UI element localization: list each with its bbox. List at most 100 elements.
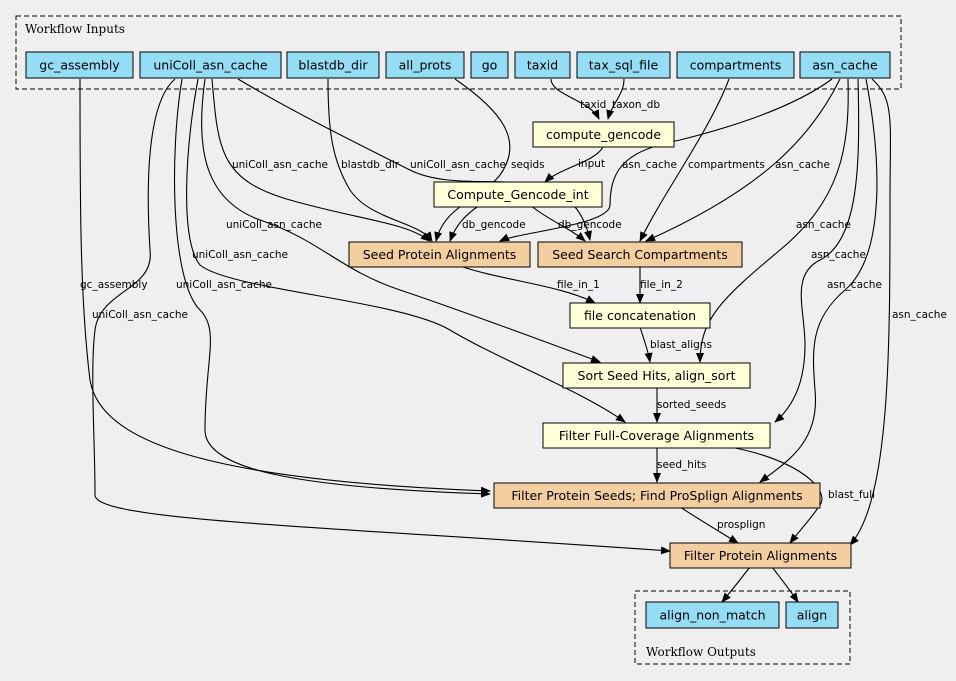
- workflow-inputs-cluster: Workflow Inputs: [15, 15, 902, 90]
- edge-label: blast_aligns: [650, 339, 712, 351]
- node-label: Seed Protein Alignments: [363, 247, 517, 262]
- edge-label: taxon_db: [612, 99, 660, 111]
- node-label: asn_cache: [812, 58, 878, 73]
- edge-unicoll-filter-alignments: [92, 78, 671, 555]
- step-compute-gencode[interactable]: compute_gencode: [532, 121, 675, 148]
- edge-label: uniColl_asn_cache: [226, 219, 322, 231]
- workflow-outputs-cluster: Workflow Outputs: [634, 590, 851, 665]
- edge-tax-sql-file-compute-gencode: [606, 78, 625, 120]
- edge-labels: taxid taxon_db input uniColl_asn_cache b…: [80, 99, 947, 531]
- edges: [79, 78, 891, 603]
- edge-label: uniColl_asn_cache: [192, 249, 288, 261]
- input-gc-assembly[interactable]: gc_assembly: [25, 51, 134, 79]
- edge-label: asn_cache: [622, 159, 677, 171]
- node-label: gc_assembly: [39, 58, 120, 73]
- node-label: file concatenation: [584, 308, 696, 323]
- edge-label: taxid: [580, 99, 606, 111]
- workflow-inputs-title: Workflow Inputs: [25, 22, 125, 36]
- edge-asncache-filter-seeds: [759, 78, 878, 483]
- edge-label: seed_hits: [657, 459, 706, 471]
- output-align[interactable]: align: [785, 601, 839, 629]
- edge-label: db_gencode: [462, 219, 526, 231]
- edge-label: db_gencode: [558, 219, 622, 231]
- edge-label: uniColl_asn_cache: [232, 159, 328, 171]
- step-nodes: compute_gencode Compute_Gencode_int Seed…: [348, 121, 852, 569]
- step-compute-gencode-int[interactable]: Compute_Gencode_int: [433, 181, 603, 208]
- edge-asncache-seed-protein: [499, 78, 833, 242]
- edge-file-concat-sort-seed: [639, 326, 653, 363]
- edge-label: seqids: [511, 159, 545, 171]
- node-label: go: [482, 58, 498, 73]
- edge-unicoll-sort-seed: [201, 78, 601, 363]
- edge-filter-seeds-filter-alignments: [679, 506, 739, 544]
- step-filter-full-coverage[interactable]: Filter Full-Coverage Alignments: [542, 422, 771, 449]
- edge-filter-alignments-align: [771, 566, 799, 603]
- edge-label: uniColl_asn_cache: [92, 309, 188, 321]
- edge-compute-gencode-int: [544, 146, 604, 183]
- edge-unicoll-filter-full: [186, 78, 626, 423]
- edge-label: uniColl_asn_cache: [410, 159, 506, 171]
- edge-asncache-filter-full: [774, 78, 860, 423]
- node-label: Filter Protein Seeds; Find ProSplign Ali…: [511, 488, 802, 503]
- edge-label: asn_cache: [796, 219, 851, 231]
- edge-label: uniColl_asn_cache: [176, 279, 272, 291]
- input-asn-cache[interactable]: asn_cache: [799, 51, 891, 79]
- workflow-outputs-title: Workflow Outputs: [646, 645, 756, 659]
- step-sort-seed-hits[interactable]: Sort Seed Hits, align_sort: [562, 362, 751, 389]
- edge-filter-full-filter-alignments: [729, 446, 823, 544]
- node-label: blastdb_dir: [298, 58, 368, 73]
- edge-allprots-seed-protein: [434, 78, 511, 242]
- node-label: Seed Search Compartments: [552, 247, 728, 262]
- node-label: all_prots: [399, 58, 452, 73]
- edge-label: blast_full: [828, 489, 875, 501]
- edge-label: file_in_1: [557, 279, 600, 291]
- edge-label: blastdb_dir: [341, 159, 400, 171]
- edge-blastdb-seed-protein: [327, 78, 433, 242]
- edge-label: gc_assembly: [80, 279, 148, 291]
- input-blastdb-dir[interactable]: blastdb_dir: [286, 51, 380, 79]
- node-label: compartments: [690, 58, 782, 73]
- step-seed-protein-alignments[interactable]: Seed Protein Alignments: [348, 241, 531, 268]
- node-label: taxid: [527, 58, 558, 73]
- edge-gencode-int-seed-protein: [449, 204, 481, 242]
- edge-label: asn_cache: [811, 249, 866, 261]
- output-align-non-match[interactable]: align_non_match: [645, 601, 780, 629]
- edge-label: asn_cache: [827, 279, 882, 291]
- edge-taxid-compute-gencode: [550, 78, 600, 120]
- output-nodes: align_non_match align: [645, 601, 839, 629]
- edge-asncache-seed-search: [645, 78, 841, 242]
- step-file-concatenation[interactable]: file concatenation: [569, 302, 711, 329]
- edge-seed-protein-file-concat: [459, 265, 596, 304]
- edge-compartments-seed-search: [639, 78, 730, 242]
- edge-label: sorted_seeds: [657, 399, 726, 411]
- edge-unicoll-filter-seeds: [173, 78, 491, 498]
- input-all-prots[interactable]: all_prots: [385, 51, 465, 79]
- node-label: Filter Protein Alignments: [684, 548, 837, 563]
- edge-label: asn_cache: [775, 159, 830, 171]
- input-compartments[interactable]: compartments: [676, 51, 795, 79]
- node-label: Sort Seed Hits, align_sort: [578, 368, 736, 383]
- step-filter-protein-alignments[interactable]: Filter Protein Alignments: [669, 542, 852, 569]
- step-seed-search-compartments[interactable]: Seed Search Compartments: [537, 241, 743, 268]
- input-taxid[interactable]: taxid: [514, 51, 571, 79]
- edge-label: input: [578, 158, 605, 170]
- step-filter-protein-seeds[interactable]: Filter Protein Seeds; Find ProSplign Ali…: [493, 482, 821, 509]
- edge-label: compartments: [688, 159, 765, 171]
- input-tax-sql-file[interactable]: tax_sql_file: [576, 51, 671, 79]
- edge-unicoll-seed-protein: [211, 78, 431, 242]
- input-unicoll-asn-cache[interactable]: uniColl_asn_cache: [139, 51, 282, 79]
- edge-label: file_in_2: [640, 279, 683, 291]
- input-go[interactable]: go: [470, 51, 509, 79]
- edge-filter-alignments-align-non-match: [721, 566, 751, 603]
- edge-gencode-int-seed-search: [529, 204, 586, 242]
- node-label: compute_gencode: [546, 127, 661, 142]
- node-label: Compute_Gencode_int: [447, 187, 588, 202]
- node-label: align_non_match: [660, 608, 766, 623]
- node-label: align: [797, 608, 827, 623]
- edge-label: prosplign: [717, 519, 765, 531]
- node-label: tax_sql_file: [589, 58, 659, 73]
- node-label: Filter Full-Coverage Alignments: [559, 428, 754, 443]
- edge-gcassembly-filter-seeds: [79, 78, 491, 495]
